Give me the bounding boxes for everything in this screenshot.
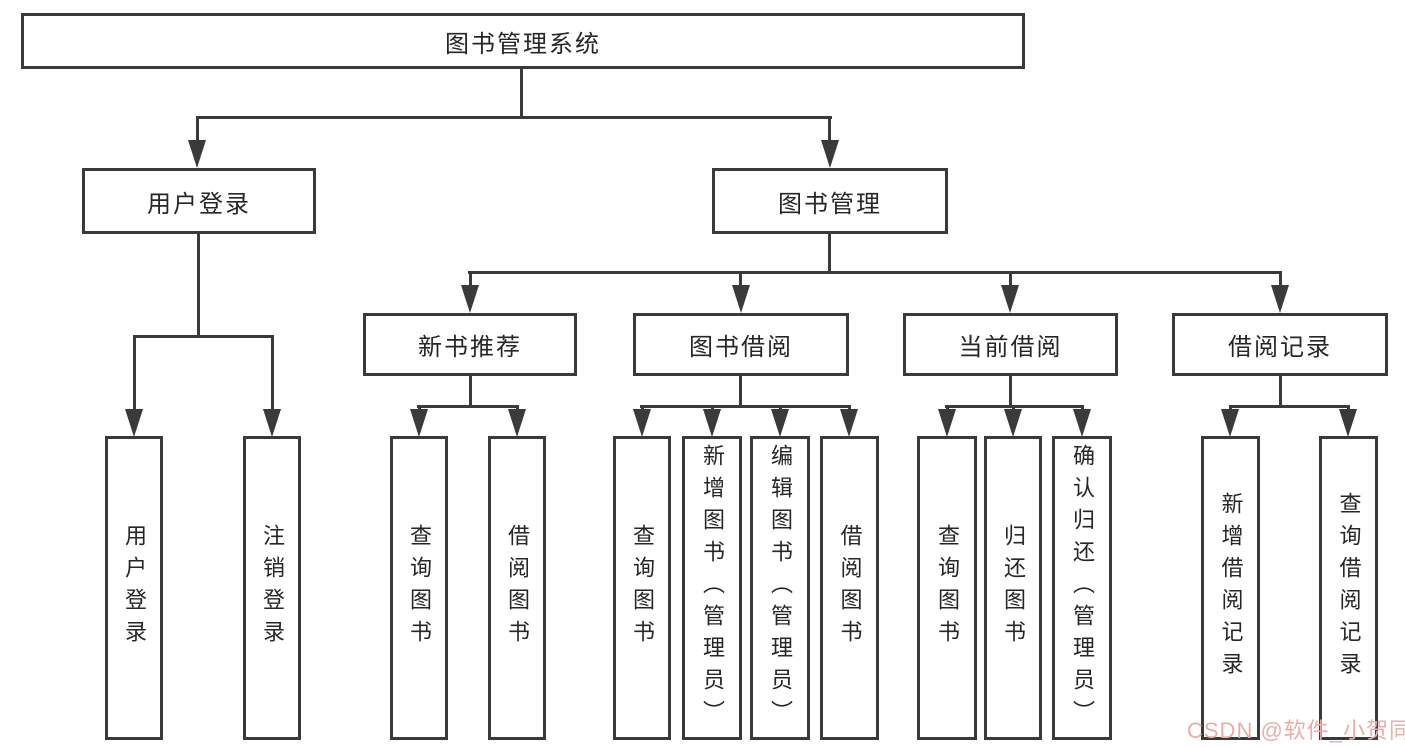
- arrowhead-down-icon: [703, 409, 721, 437]
- leaf-label: 查询借阅记录: [1336, 492, 1362, 684]
- leaf-label: 编辑图书（管理员）: [768, 444, 793, 732]
- arrowhead-down-icon: [1221, 409, 1239, 437]
- arrowhead-down-icon: [771, 409, 789, 437]
- connector-line: [271, 335, 274, 412]
- leaf-label: 归还图书: [1001, 524, 1026, 652]
- node-current-borrowing: 当前借阅: [903, 313, 1118, 376]
- leaf-add-books-admin: 新增图书（管理员）: [682, 436, 742, 740]
- connector-line: [739, 374, 742, 408]
- arrowhead-down-icon: [1339, 409, 1357, 437]
- connector-line: [417, 405, 519, 408]
- leaf-label: 注销登录: [260, 524, 285, 652]
- leaf-label: 用户登录: [122, 524, 147, 652]
- leaf-label: 新增图书（管理员）: [700, 444, 725, 732]
- node-root-library-system: 图书管理系统: [21, 13, 1025, 69]
- leaf-user-login: 用户登录: [105, 436, 163, 740]
- leaf-borrow-books: 借阅图书: [820, 436, 879, 740]
- leaf-label: 查询图书: [935, 524, 960, 652]
- arrowhead-down-icon: [263, 409, 281, 437]
- arrowhead-down-icon: [1073, 409, 1091, 437]
- connector-line: [1009, 374, 1012, 408]
- connector-line: [520, 68, 523, 118]
- connector-line: [196, 116, 832, 119]
- leaf-edit-books-admin: 编辑图书（管理员）: [750, 436, 810, 740]
- node-borrowing-records: 借阅记录: [1172, 313, 1388, 376]
- arrowhead-down-icon: [1004, 409, 1022, 437]
- connector-line: [828, 116, 831, 144]
- leaf-add-borrow-record: 新增借阅记录: [1201, 436, 1260, 740]
- connector-line: [196, 116, 199, 144]
- arrowhead-down-icon: [938, 409, 956, 437]
- arrowhead-down-icon: [410, 409, 428, 437]
- connector-line: [1009, 271, 1012, 288]
- connector-line: [197, 233, 200, 337]
- leaf-confirm-return-admin: 确认归还（管理员）: [1052, 436, 1112, 740]
- leaf-query-books: 查询图书: [917, 436, 977, 740]
- leaf-logout: 注销登录: [243, 436, 301, 740]
- connector-line: [1229, 405, 1350, 408]
- node-new-book-recommend: 新书推荐: [363, 313, 577, 376]
- leaf-label: 借阅图书: [837, 524, 863, 652]
- leaf-query-books: 查询图书: [390, 436, 448, 740]
- leaf-query-borrow-record: 查询借阅记录: [1319, 436, 1378, 740]
- node-label: 用户登录: [147, 190, 251, 218]
- leaf-label: 确认归还（管理员）: [1070, 444, 1095, 732]
- arrowhead-down-icon: [840, 409, 858, 437]
- arrowhead-down-icon: [1001, 285, 1019, 313]
- node-user-login: 用户登录: [82, 168, 316, 234]
- csdn-watermark: CSDN @软件_小贺同学: [1187, 718, 1405, 743]
- connector-line: [133, 335, 274, 338]
- arrowhead-down-icon: [508, 409, 526, 437]
- node-label: 当前借阅: [958, 334, 1063, 361]
- node-label: 图书管理: [778, 190, 882, 218]
- arrowhead-down-icon: [461, 285, 479, 313]
- arrowhead-down-icon: [732, 285, 750, 313]
- node-book-management: 图书管理: [712, 168, 948, 234]
- node-label: 图书管理系统: [445, 30, 601, 58]
- connector-line: [739, 271, 742, 288]
- arrowhead-down-icon: [1271, 285, 1289, 313]
- connector-line: [469, 374, 472, 408]
- leaf-label: 查询图书: [630, 524, 655, 652]
- leaf-label: 借阅图书: [505, 524, 530, 652]
- connector-line: [1279, 271, 1282, 288]
- arrowhead-down-icon: [633, 409, 651, 437]
- connector-line: [640, 405, 851, 408]
- arrowhead-down-icon: [821, 140, 839, 168]
- leaf-query-books: 查询图书: [613, 436, 671, 740]
- node-label: 图书借阅: [689, 334, 793, 361]
- connector-line: [1279, 374, 1282, 408]
- leaf-label: 新增借阅记录: [1218, 492, 1244, 684]
- connector-line: [468, 271, 1282, 274]
- node-label: 新书推荐: [418, 334, 522, 361]
- arrowhead-down-icon: [125, 409, 143, 437]
- node-label: 借阅记录: [1228, 334, 1332, 361]
- connector-line: [828, 233, 831, 274]
- connector-line: [133, 335, 136, 412]
- arrowhead-down-icon: [188, 140, 206, 168]
- leaf-label: 查询图书: [407, 524, 432, 652]
- node-book-borrowing: 图书借阅: [633, 313, 849, 376]
- leaf-borrow-books: 借阅图书: [488, 436, 546, 740]
- connector-line: [469, 271, 472, 288]
- leaf-return-books: 归还图书: [984, 436, 1042, 740]
